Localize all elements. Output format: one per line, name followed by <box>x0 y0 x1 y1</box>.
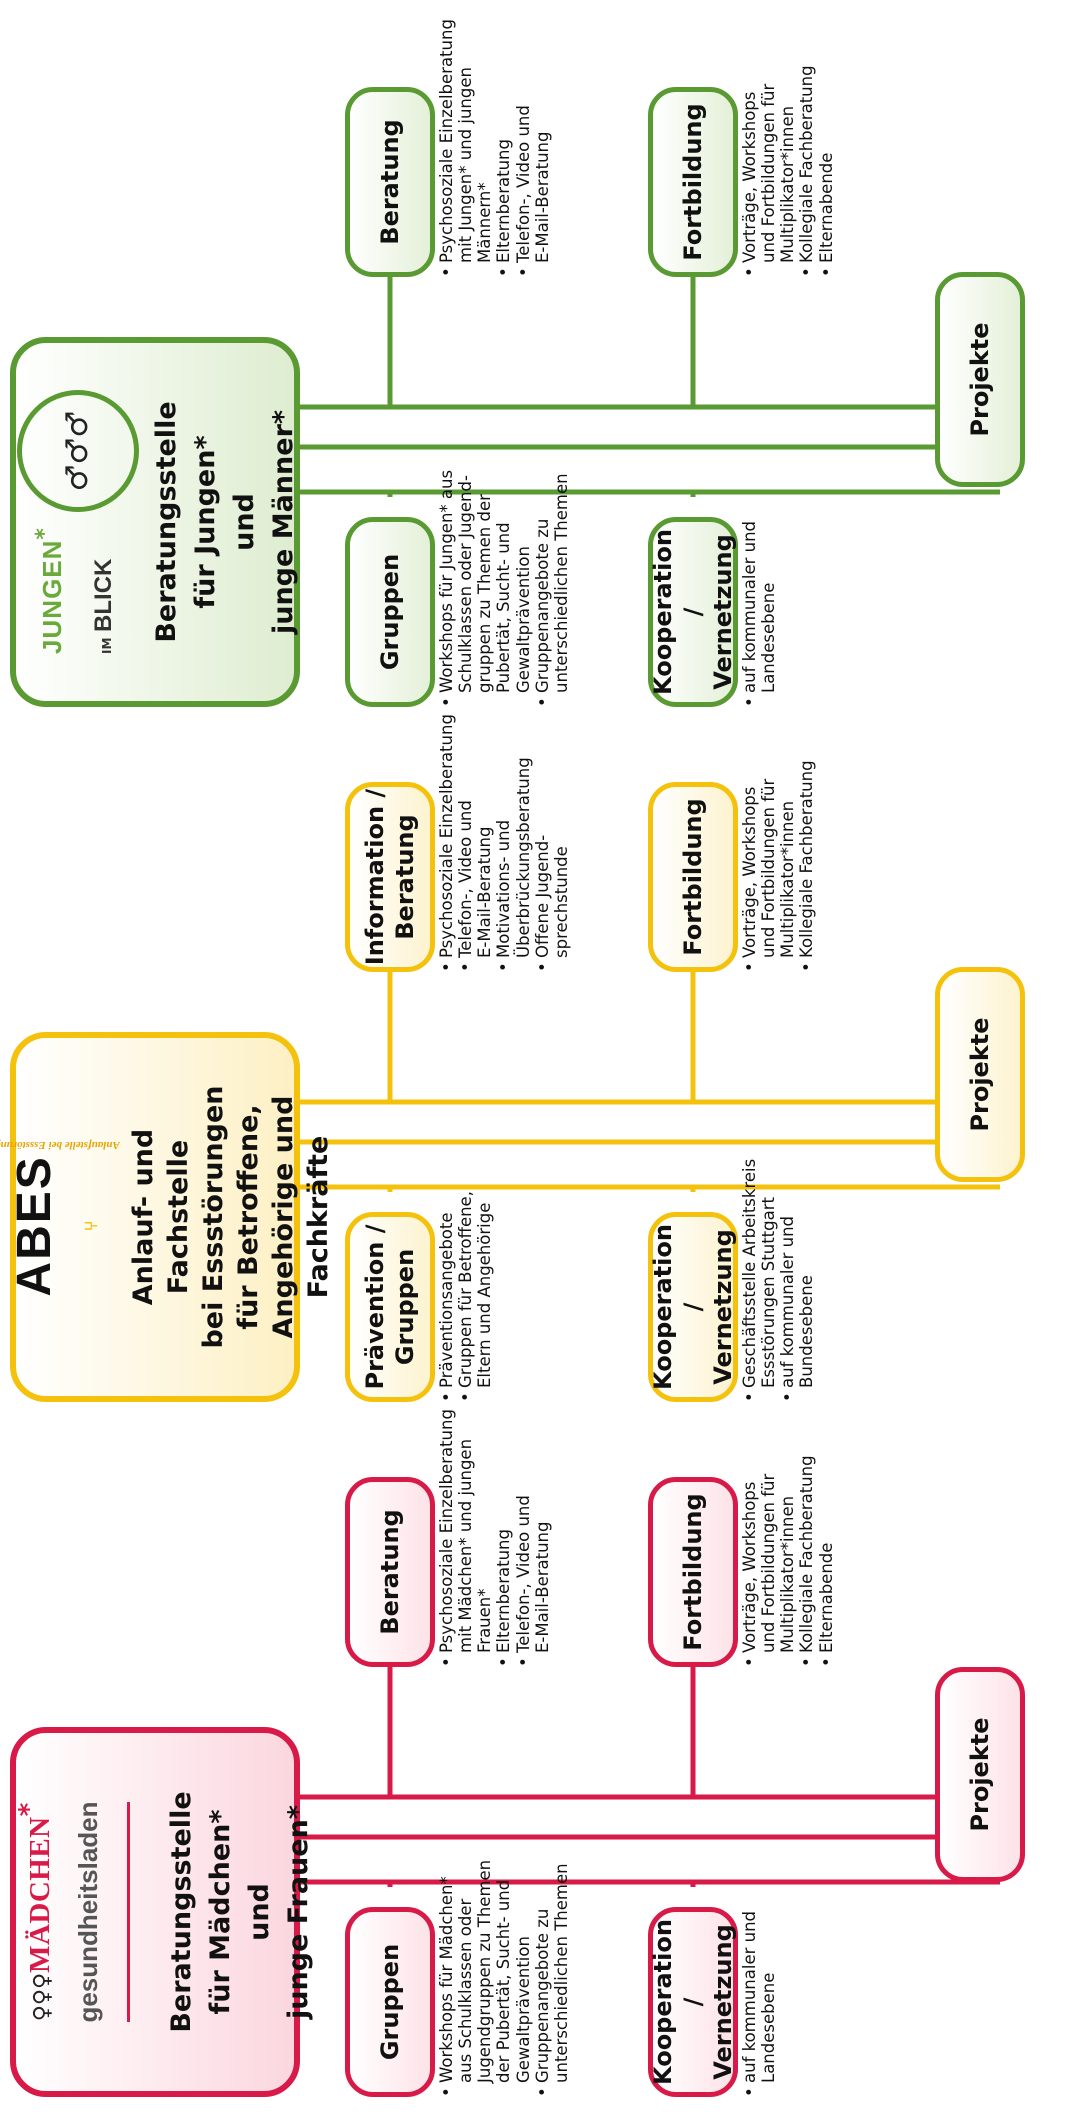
list-item: Psychosoziale Einzelberatung <box>437 714 456 958</box>
jungen-beratung-list: Psychosoziale Einzelberatung mit Jungen*… <box>437 19 552 277</box>
maedchen-beratung-list: Psychosoziale Einzelberatung mit Mädchen… <box>437 1409 552 1667</box>
maedchen-fortbildung-list: Vorträge, Workshops und Fortbildungen fü… <box>740 1455 836 1667</box>
abes-kooperation-box: Kooperation / Vernetzung <box>648 1212 738 1402</box>
jungen-beratung-box: Beratung <box>345 87 435 277</box>
list-item: Motivations- und Überbrückungsberatung <box>494 714 532 958</box>
jungen-kooperation-box: Kooperation / Vernetzung <box>648 517 738 707</box>
maedchen-gruppen-list: Workshops für Mädchen* aus Schulklassen … <box>437 1860 571 2097</box>
list-item: auf kommunaler und Bundesebene <box>778 1159 816 1388</box>
list-item: Telefon-, Video und E-Mail-Beratung <box>456 714 494 958</box>
abes-information-list: Psychosoziale Einzelberatung Telefon-, V… <box>437 714 571 972</box>
maedchen-gruppen-box: Gruppen <box>345 1907 435 2097</box>
maedchen-logo-underline <box>126 1802 130 2023</box>
list-item: Elternberatung <box>494 19 513 263</box>
list-item: Telefon-, Video und E-Mail-Beratung <box>514 1409 552 1653</box>
list-item: Kollegiale Fachberatung <box>797 760 816 958</box>
jungen-gruppen-box: Gruppen <box>345 517 435 707</box>
maedchen-kooperation-box: Kooperation / Vernetzung <box>648 1907 738 2097</box>
jungen-root-box: JUNGEN* IM BLICK ♂♂♂ Beratungsstelle für… <box>10 337 300 707</box>
list-item: Workshops für Jungen* aus Schulklassen o… <box>437 470 533 693</box>
maedchen-title: Beratungsstelle für Mädchen* und junge F… <box>165 1791 315 2033</box>
jungen-logo: JUNGEN* IM BLICK ♂♂♂ <box>16 390 139 654</box>
fork-icon: ⑂ <box>80 1220 102 1232</box>
abes-praevention-box: Prävention / Gruppen <box>345 1212 435 1402</box>
maedchen-fortbildung-box: Fortbildung <box>648 1477 738 1667</box>
abes-root-box: ABES ⑂ Anlaufstelle bei Essstörungen Anl… <box>0 1032 334 1402</box>
jungen-fortbildung-box: Fortbildung <box>648 87 738 277</box>
jungen-gruppen-list: Workshops für Jungen* aus Schulklassen o… <box>437 470 571 707</box>
list-item: Workshops für Mädchen* aus Schulklassen … <box>437 1860 533 2083</box>
maedchen-projekte-box: Projekte <box>935 1667 1025 1882</box>
list-item: auf kommunaler und Landesebene <box>740 521 778 693</box>
abes-projekte-box: Projekte <box>935 967 1025 1182</box>
figures-circle-icon: ♂♂♂ <box>16 390 139 513</box>
list-item: Psychosoziale Einzelberatung mit Jungen*… <box>437 19 494 263</box>
list-item: Offene Jugend- sprechstunde <box>533 714 571 958</box>
maedchen-figures-icon: ♀♀♀ <box>29 1972 55 2022</box>
jungen-fortbildung-list: Vorträge, Workshops und Fortbildungen fü… <box>740 65 836 277</box>
jungen-kooperation-list: auf kommunaler und Landesebene <box>740 521 778 707</box>
list-item: Vorträge, Workshops und Fortbildungen fü… <box>740 1455 797 1653</box>
list-item: Telefon-, Video und E-Mail-Beratung <box>514 19 552 263</box>
list-item: Geschäftsstelle Arbeitskreis Essstörunge… <box>740 1159 778 1388</box>
maedchen-logo: ♀♀♀MÄDCHEN* gesundheitsladen <box>2 1801 150 2023</box>
list-item: Gruppenangebote zu unterschiedlichen The… <box>533 470 571 693</box>
list-item: Elternabende <box>817 1455 836 1653</box>
maedchen-root-box: ♀♀♀MÄDCHEN* gesundheitsladen Beratungsst… <box>10 1727 314 2097</box>
list-item: Elternabende <box>817 65 836 263</box>
maedchen-kooperation-list: auf kommunaler und Landesebene <box>740 1911 778 2097</box>
abes-logo: ABES ⑂ Anlaufstelle bei Essstörungen <box>0 1139 120 1297</box>
list-item: Elternberatung <box>494 1409 513 1653</box>
abes-kooperation-list: Geschäftsstelle Arbeitskreis Essstörunge… <box>740 1159 817 1402</box>
abes-information-box: Information / Beratung <box>345 782 435 972</box>
abes-fortbildung-list: Vorträge, Workshops und Fortbildungen fü… <box>740 760 817 972</box>
list-item: Vorträge, Workshops und Fortbildungen fü… <box>740 760 797 958</box>
abes-fortbildung-box: Fortbildung <box>648 782 738 972</box>
abes-title: Anlauf- und Fachstelle bei Essstörungen … <box>127 1085 335 1349</box>
list-item: Gruppen für Betroffene, Eltern und Angeh… <box>456 1191 494 1388</box>
jungen-projekte-box: Projekte <box>935 272 1025 487</box>
list-item: Gruppenangebote zu unterschiedlichen The… <box>533 1860 571 2083</box>
jungen-title: Beratungsstelle für Jungen* und junge Mä… <box>150 401 300 643</box>
list-item: Psychosoziale Einzelberatung mit Mädchen… <box>437 1409 494 1653</box>
list-item: Kollegiale Fachberatung <box>797 1455 816 1653</box>
list-item: Präventionsangebote <box>437 1191 456 1388</box>
list-item: Kollegiale Fachberatung <box>797 65 816 263</box>
abes-praevention-list: Präventionsangebote Gruppen für Betroffe… <box>437 1191 494 1402</box>
list-item: Vorträge, Workshops und Fortbildungen fü… <box>740 65 797 263</box>
list-item: auf kommunaler und Landesebene <box>740 1911 778 2083</box>
maedchen-beratung-box: Beratung <box>345 1477 435 1667</box>
people-icon: ♂♂♂ <box>59 410 95 492</box>
